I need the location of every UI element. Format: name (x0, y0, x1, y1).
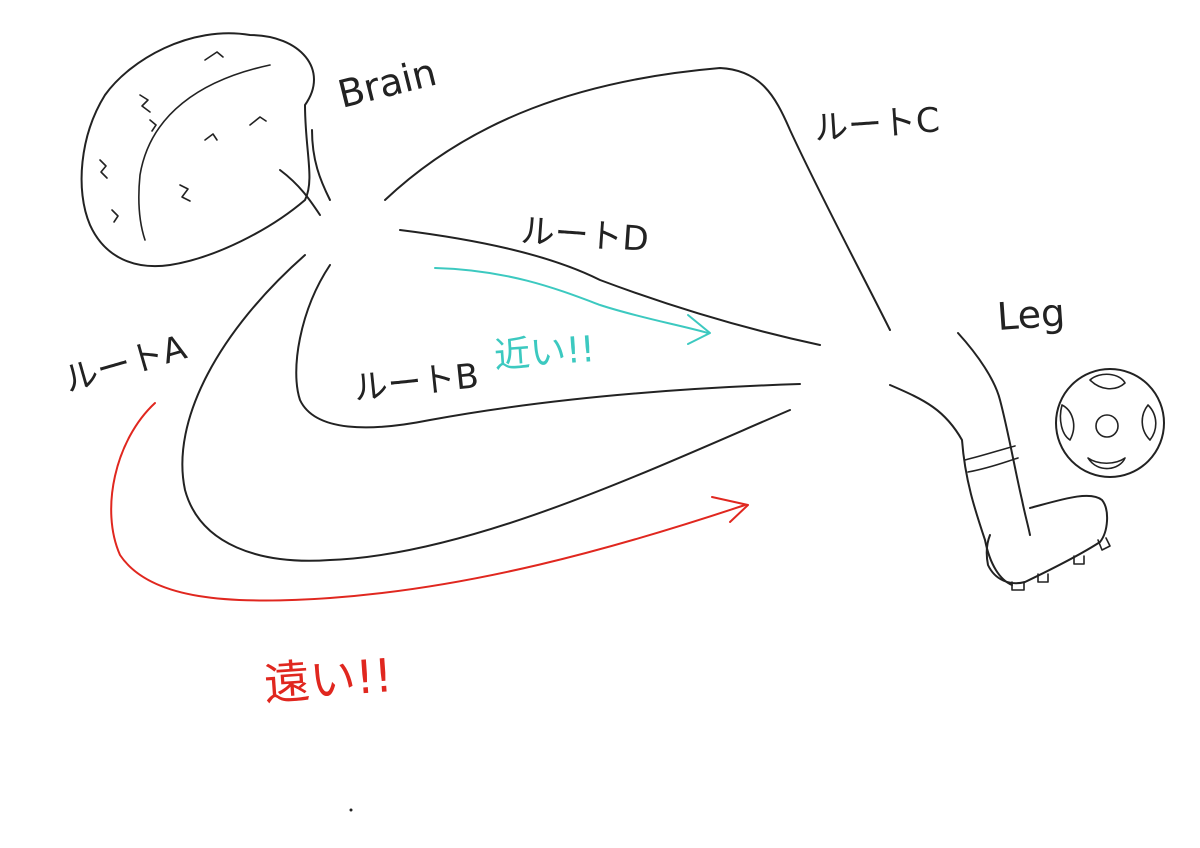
brain-label: Brain (334, 50, 441, 117)
far-arrowhead (711, 496, 749, 523)
route-b-path (295, 264, 801, 429)
brain-fold-line (138, 64, 271, 241)
shoe-stud-3 (1073, 555, 1085, 565)
leg-front-line (957, 332, 1031, 536)
brain-squiggle-6 (204, 133, 218, 141)
brain-squiggle-8 (149, 119, 157, 132)
near-arrow (434, 267, 709, 334)
near-label: 近い!! (493, 329, 596, 377)
route-a-label: ルートA (59, 328, 190, 401)
route-c-label: ルートC (813, 100, 941, 149)
shoe-outline (985, 494, 1108, 585)
brain-squiggle-4 (111, 209, 119, 223)
sock-band-top (964, 445, 1016, 461)
route-d-label: ルートD (519, 211, 650, 260)
ball-center-patch (1095, 414, 1119, 438)
shoe-stud-1 (1011, 581, 1025, 591)
brain-squiggle-7 (249, 116, 267, 126)
stray-dot (349, 808, 353, 812)
near-arrowhead (687, 314, 711, 345)
sock-band-bottom (967, 457, 1019, 473)
ball-patch-left (1059, 404, 1075, 441)
brain-stem-right (311, 129, 331, 201)
brain-squiggle-3 (99, 159, 108, 179)
route-d-path (399, 229, 821, 346)
brain-squiggle-2 (204, 51, 224, 61)
route-a-path (181, 254, 791, 562)
brain-squiggle-5 (179, 184, 191, 202)
far-arrow (110, 402, 746, 602)
ball-patch-right (1141, 404, 1157, 441)
route-c-path (384, 67, 891, 331)
far-label: 遠い!! (262, 648, 394, 711)
shoe-stud-4 (1097, 537, 1111, 551)
brain-drawing (80, 32, 331, 268)
route-b-label: ルートB (352, 356, 481, 409)
leg-label: Leg (996, 290, 1067, 339)
leg-drawing (889, 332, 1111, 591)
brain-squiggle-1 (139, 94, 151, 113)
soccer-ball-icon (1055, 368, 1165, 478)
ball-outline (1055, 368, 1165, 478)
leg-back-line (889, 384, 1013, 586)
ball-patch-top (1089, 373, 1126, 390)
brain-outline (80, 32, 315, 268)
ball-patch-bottom (1087, 457, 1126, 470)
shoe-stud-2 (1037, 573, 1049, 583)
brain-stem-left (279, 169, 321, 216)
